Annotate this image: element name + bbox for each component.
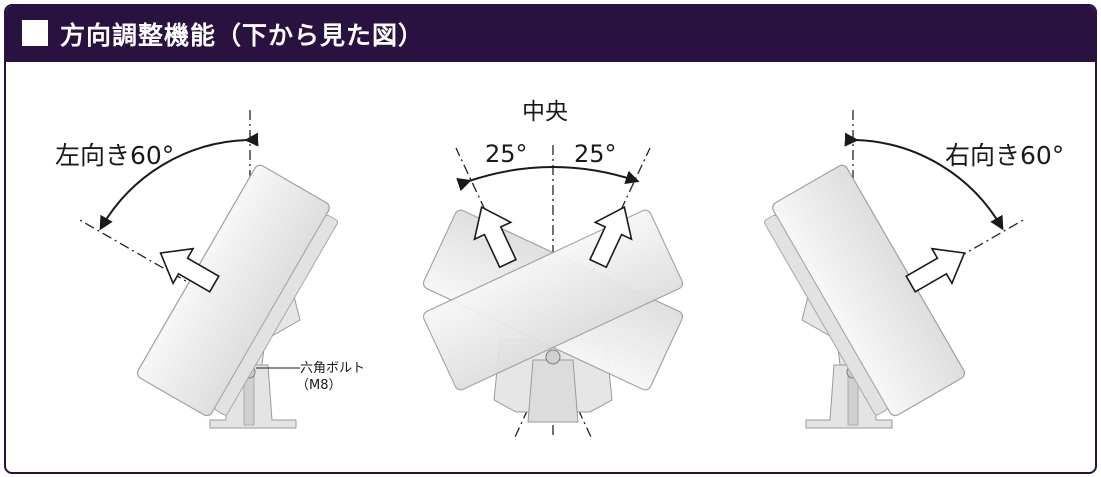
section-title: 方向調整機能（下から見た図） [60, 21, 425, 50]
left-angle-label: 左向き60° [55, 141, 174, 170]
section-header: 方向調整機能（下から見た図） [6, 6, 1095, 62]
left-direction-arrow [159, 247, 220, 293]
right-direction-axis [852, 218, 1026, 319]
right-angle-arc [844, 132, 1004, 231]
center-angle-arc [456, 166, 640, 192]
left-angle-arc [99, 132, 259, 231]
right-angle-label: 右向き60° [945, 141, 1064, 170]
bolt-callout-name: 六角ボルト [300, 361, 365, 376]
center-label: 中央 [522, 99, 568, 125]
left-direction-axis [77, 218, 251, 319]
center-hex-bolt [545, 349, 561, 365]
right-view: 右向き60° [764, 110, 1064, 430]
header-square-icon [22, 20, 48, 46]
center-right-arrow [588, 205, 633, 269]
center-left-angle: 25° [485, 140, 528, 168]
bolt-callout-size: （M8） [296, 378, 342, 393]
center-right-angle: 25° [574, 140, 617, 168]
right-direction-arrow [905, 247, 966, 293]
left-view: 左向き60° 六角ボルト （M8） [55, 110, 365, 430]
center-view: 中央 25° 25° [422, 99, 684, 438]
center-left-arrow [473, 205, 518, 269]
center-panel-right [422, 209, 684, 391]
right-panel [764, 164, 966, 417]
